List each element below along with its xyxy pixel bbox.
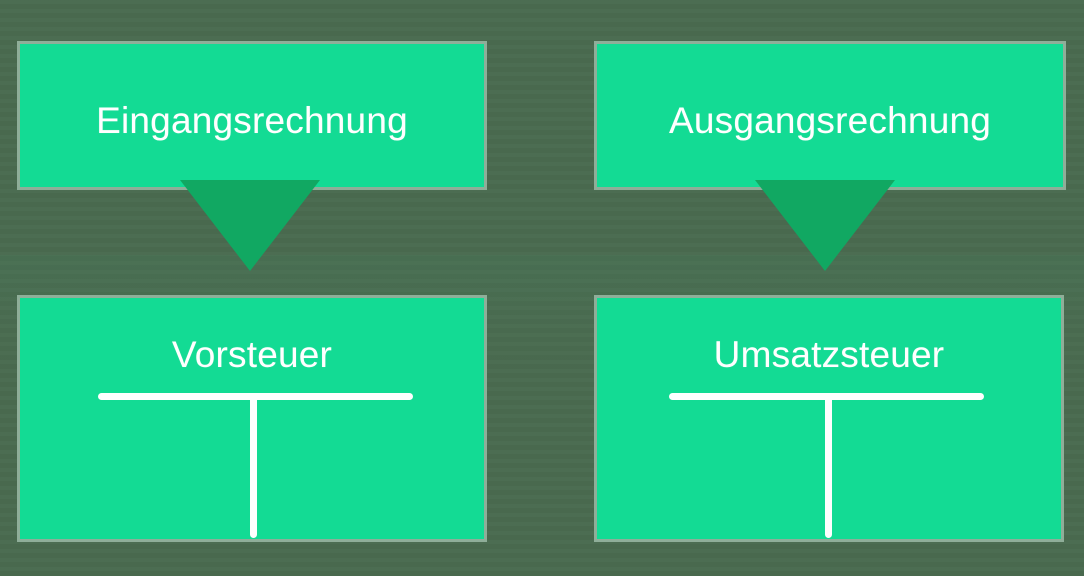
arrow-down-icon-ausgangsrechnung-to-umsatzsteuer (755, 180, 895, 271)
box-eingangsrechnung[interactable]: Eingangsrechnung (17, 41, 487, 190)
t-account-horizontal-rule (669, 393, 984, 400)
box-vorsteuer-label: Vorsteuer (171, 334, 333, 375)
t-account-vertical-rule (250, 396, 257, 538)
box-umsatzsteuer[interactable]: Umsatzsteuer (594, 295, 1064, 542)
box-vorsteuer[interactable]: Vorsteuer (17, 295, 487, 542)
t-account-horizontal-rule (98, 393, 413, 400)
box-eingangsrechnung-label: Eingangsrechnung (96, 100, 408, 141)
t-account-vertical-rule (825, 396, 832, 538)
box-ausgangsrechnung[interactable]: Ausgangsrechnung (594, 41, 1066, 190)
box-umsatzsteuer-label: Umsatzsteuer (713, 334, 945, 375)
box-ausgangsrechnung-label: Ausgangsrechnung (668, 100, 992, 141)
arrow-down-icon-eingangsrechnung-to-vorsteuer (180, 180, 320, 271)
